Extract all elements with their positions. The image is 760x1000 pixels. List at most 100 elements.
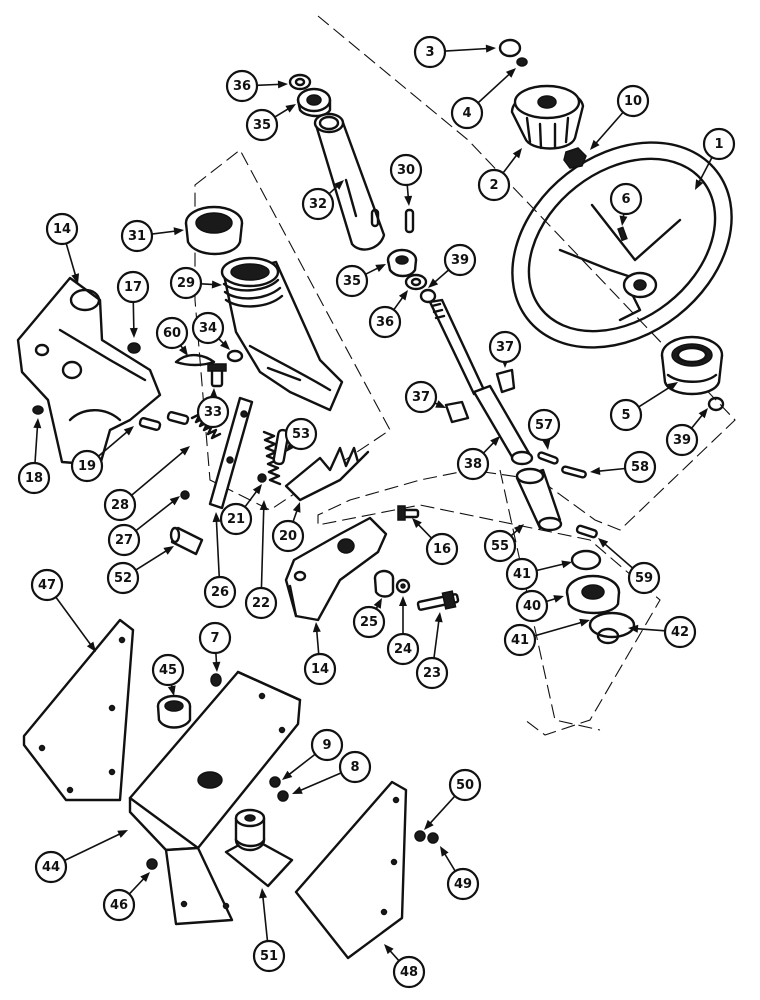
callout-circle — [404, 380, 438, 414]
side-panel-47 — [22, 618, 135, 802]
callout-circle — [107, 523, 141, 557]
bearing-assembly — [565, 549, 636, 645]
leader-arrowhead-33 — [209, 388, 218, 399]
leader-arrowhead-3 — [485, 44, 496, 53]
bush-25 — [373, 569, 395, 598]
callout-27: 27 — [107, 523, 141, 557]
cap-washer — [516, 57, 528, 67]
callout-circle — [17, 461, 51, 495]
wheel-nut — [563, 147, 587, 169]
leader-arrowhead-10 — [590, 139, 600, 150]
steering-shaft — [428, 298, 534, 466]
callout-number: 46 — [110, 898, 128, 913]
leader-line-18 — [34, 423, 39, 464]
callout-number: 58 — [631, 460, 649, 475]
leader-line-59 — [602, 541, 634, 569]
callout-circle — [609, 182, 643, 216]
bolt-16 — [397, 505, 420, 521]
leader-arrowhead-1 — [695, 179, 704, 190]
leader-line-19 — [97, 429, 130, 457]
callout-number: 2 — [489, 178, 498, 193]
callout-31: 31 — [120, 219, 154, 253]
leader-arrowhead-5 — [667, 382, 678, 391]
pedestal-box-44 — [128, 670, 302, 926]
callout-21: 21 — [219, 502, 253, 536]
callout-number: 36 — [376, 315, 394, 330]
callout-number: 50 — [456, 778, 474, 793]
callout-number: 49 — [454, 877, 472, 892]
callout-36: 36 — [225, 69, 259, 103]
callout-number: 32 — [309, 197, 327, 212]
callout-number: 8 — [350, 760, 359, 775]
callouts: 1234567891014141617181920212223242526272… — [17, 35, 736, 989]
leader-arrowhead-42 — [628, 624, 639, 633]
callout-circle — [665, 423, 699, 457]
leader-arrowhead-32 — [333, 180, 344, 190]
callout-circle — [335, 264, 369, 298]
callout-20: 20 — [271, 519, 305, 553]
callout-number: 22 — [252, 596, 270, 611]
sleeve-53 — [272, 428, 290, 466]
leader-line-52 — [135, 548, 170, 571]
callout-50: 50 — [448, 768, 482, 802]
callout-39: 39 — [665, 423, 699, 457]
callout-number: 40 — [523, 599, 541, 614]
leader-line-58 — [595, 467, 626, 473]
leader-arrowhead-4 — [505, 68, 516, 78]
callout-16: 16 — [425, 532, 459, 566]
callout-number: 55 — [491, 539, 509, 554]
callout-number: 26 — [211, 585, 229, 600]
leader-line-28 — [130, 449, 186, 496]
callout-number: 6 — [621, 192, 630, 207]
callout-number: 27 — [115, 533, 133, 548]
callout-6: 6 — [609, 182, 643, 216]
callout-circle — [663, 615, 697, 649]
leader-arrowhead-25 — [373, 598, 382, 609]
steering-column-outline — [317, 15, 736, 736]
callout-number: 60 — [163, 326, 181, 341]
callout-circle — [155, 316, 189, 350]
leader-line-42 — [633, 627, 666, 632]
callout-60: 60 — [155, 316, 189, 350]
callout-circle — [368, 305, 402, 339]
callout-circle — [196, 395, 230, 429]
leader-line-4 — [477, 71, 513, 104]
callout-circle — [198, 621, 232, 655]
callout-circle — [191, 311, 225, 345]
callout-30: 30 — [389, 153, 423, 187]
callout-circle — [456, 447, 490, 481]
callout-circle — [527, 408, 561, 442]
callout-circle — [30, 568, 64, 602]
leader-arrowhead-18 — [33, 418, 42, 429]
callout-number: 47 — [38, 578, 56, 593]
leader-arrowhead-37 — [435, 400, 446, 408]
callout-49: 49 — [446, 867, 480, 901]
leader-line-46 — [128, 875, 147, 895]
callout-circle — [609, 398, 643, 432]
callout-8: 8 — [338, 750, 372, 784]
callout-number: 35 — [343, 274, 361, 289]
column-support-casting — [220, 256, 344, 412]
callout-29: 29 — [169, 266, 203, 300]
callout-33: 33 — [196, 395, 230, 429]
callout-number: 31 — [128, 229, 146, 244]
callout-40: 40 — [515, 589, 549, 623]
leader-line-31 — [151, 229, 179, 235]
leader-line-14 — [65, 243, 78, 279]
callout-41: 41 — [505, 557, 539, 591]
pin-19 — [138, 411, 190, 431]
callout-circle — [219, 502, 253, 536]
callout-22: 22 — [244, 586, 278, 620]
callout-number: 57 — [535, 418, 553, 433]
callout-circle — [303, 652, 337, 686]
upper-bush — [296, 87, 332, 118]
callout-number: 34 — [199, 321, 217, 336]
callout-number: 23 — [423, 666, 441, 681]
leader-arrowhead-53 — [286, 441, 296, 452]
callout-23: 23 — [415, 656, 449, 690]
callout-57: 57 — [527, 408, 561, 442]
cap-disc — [498, 38, 522, 58]
leader-arrowhead-55 — [513, 524, 524, 534]
leader-arrowhead-26 — [212, 512, 221, 523]
callout-number: 3 — [425, 45, 434, 60]
